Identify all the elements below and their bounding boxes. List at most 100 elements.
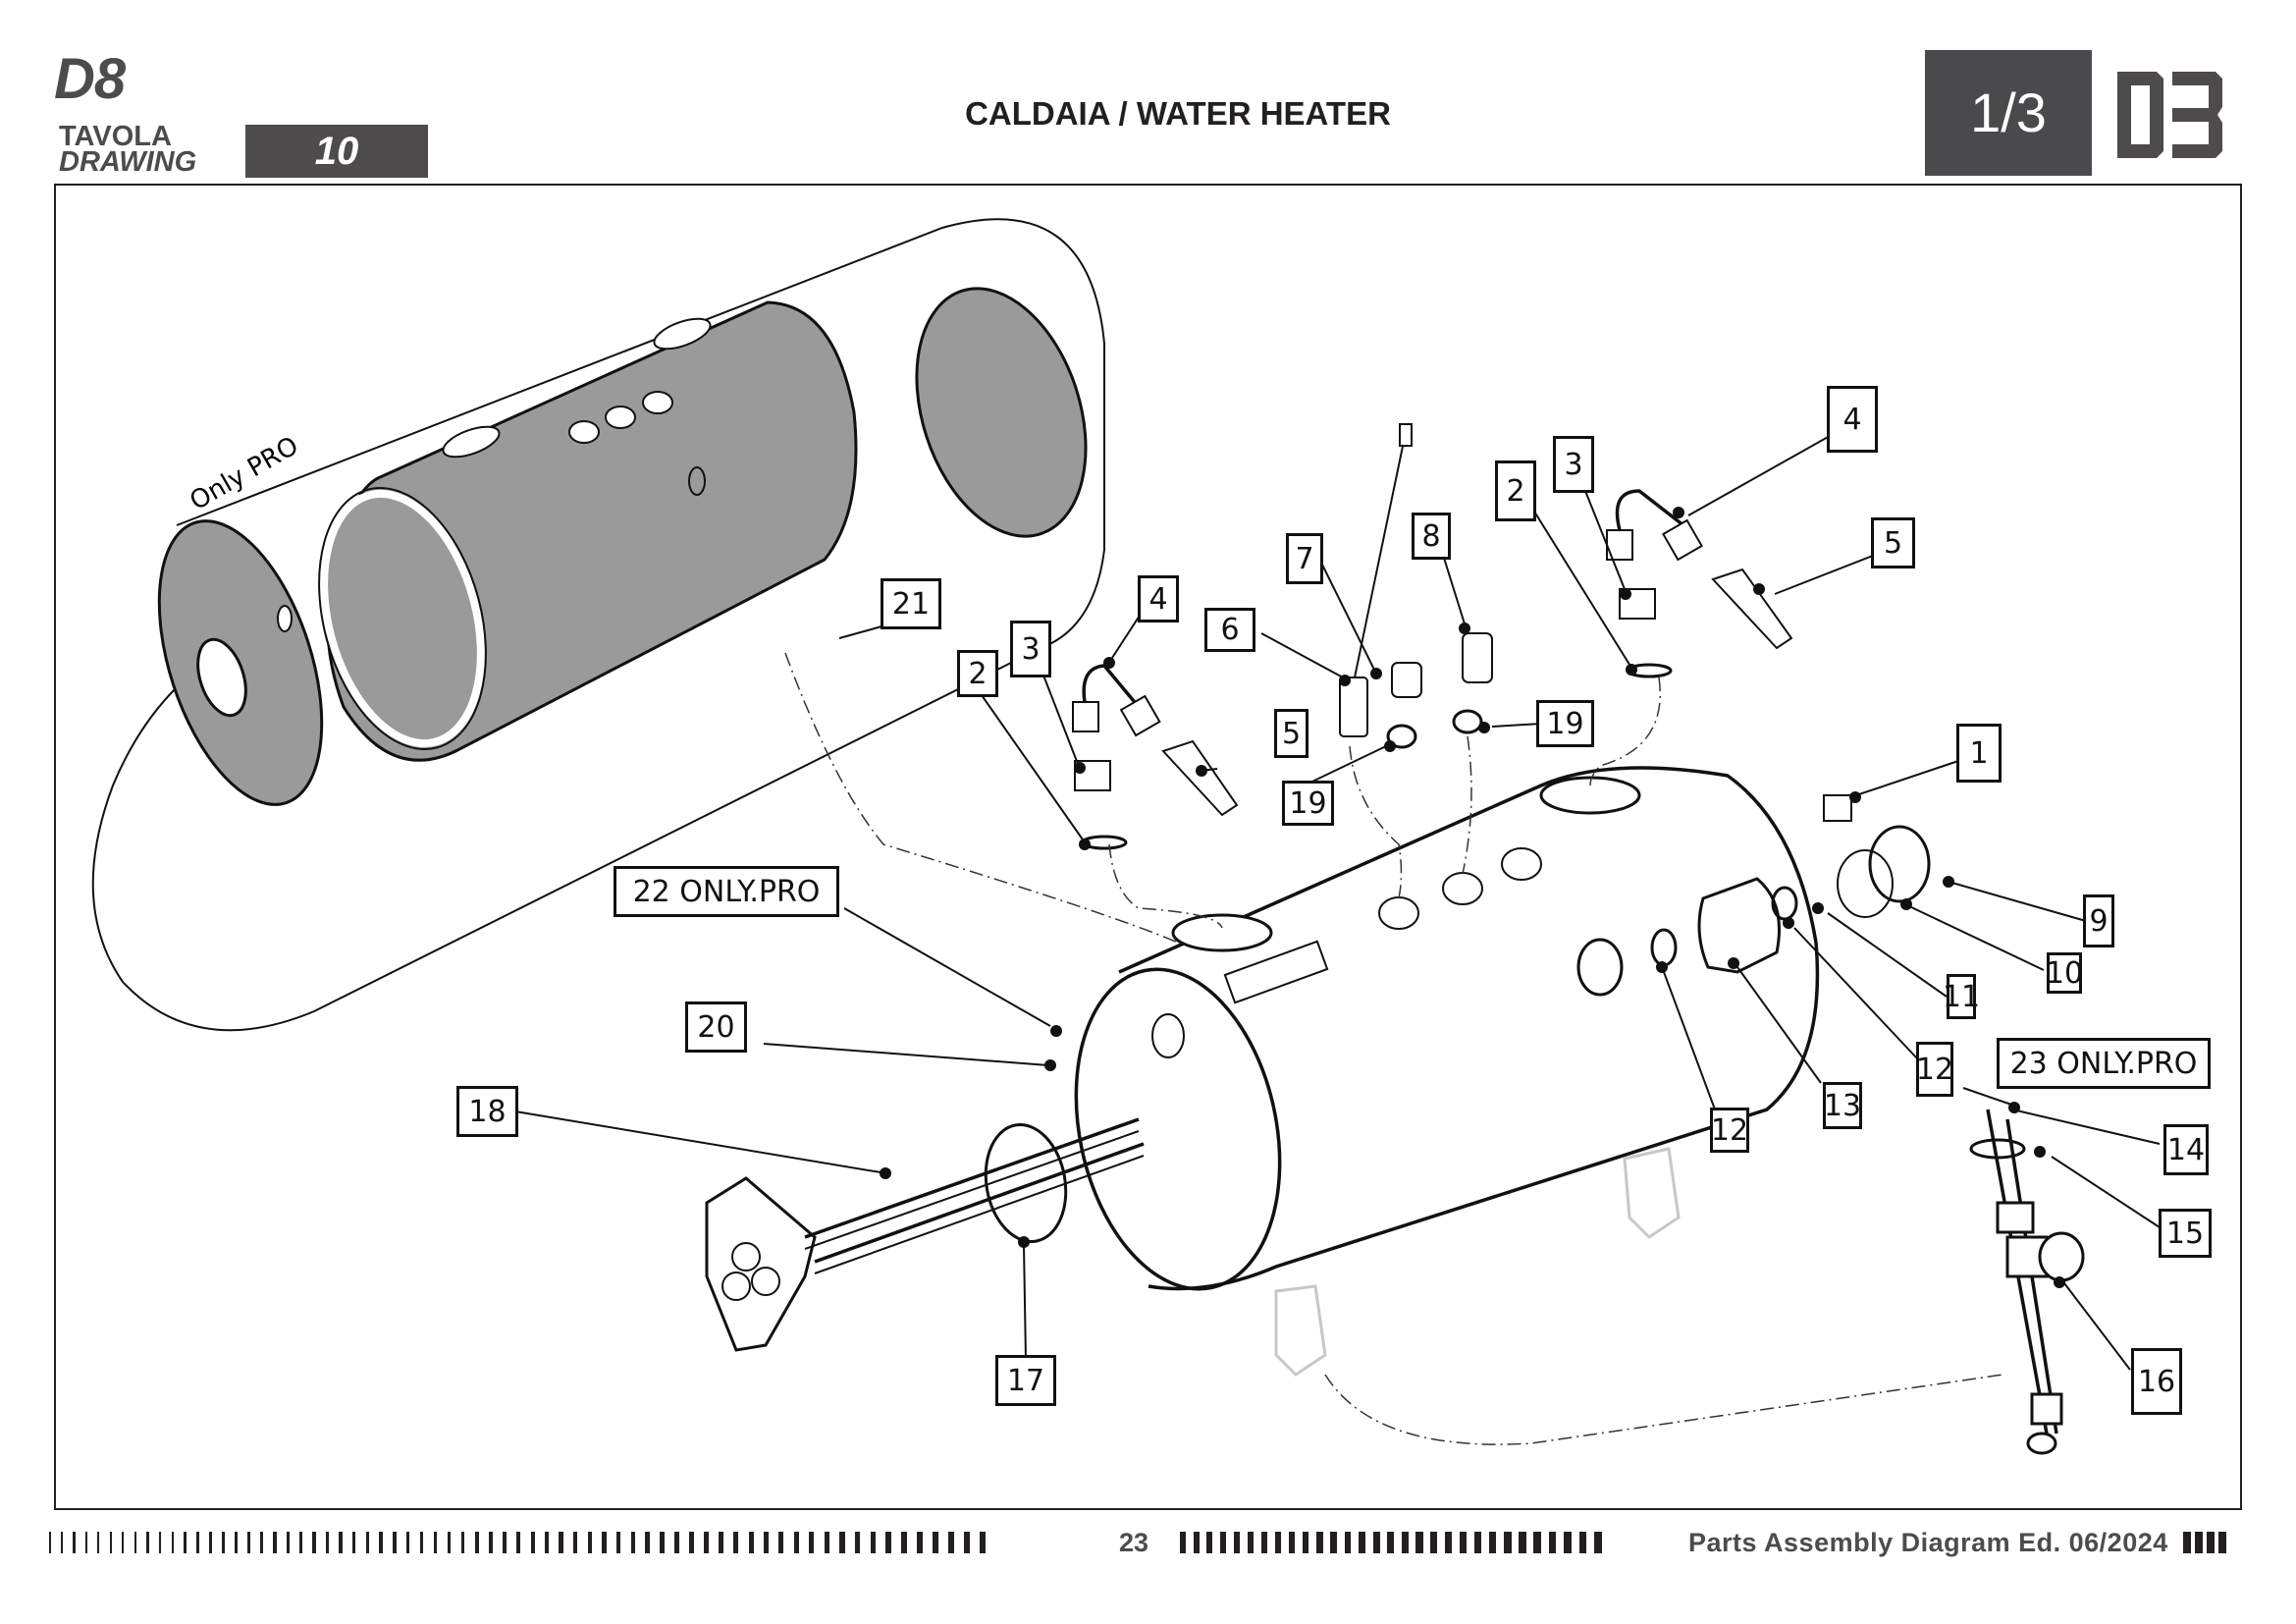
footer-bar bbox=[146, 1532, 149, 1553]
footer-bar bbox=[488, 1532, 493, 1553]
footer-bar bbox=[158, 1532, 162, 1553]
callout-4-left[interactable]: 4 bbox=[1138, 575, 1179, 623]
callout-8[interactable]: 8 bbox=[1412, 513, 1451, 560]
footer-bar bbox=[433, 1532, 438, 1553]
callout-9[interactable]: 9 bbox=[2083, 894, 2114, 947]
footer-bar bbox=[964, 1532, 970, 1553]
footer-bar bbox=[121, 1532, 125, 1553]
callout-17[interactable]: 17 bbox=[995, 1355, 1056, 1406]
callout-18[interactable]: 18 bbox=[456, 1086, 518, 1137]
footer-bar bbox=[1594, 1532, 1603, 1553]
sleeve-slot-2 bbox=[653, 317, 712, 351]
footer-bar bbox=[1180, 1532, 1186, 1553]
callout-2-right[interactable]: 2 bbox=[1495, 460, 1536, 521]
washer-19-left bbox=[1386, 724, 1417, 749]
callout-1[interactable]: 1 bbox=[1956, 724, 2002, 783]
probe-group bbox=[1339, 423, 1493, 749]
footer-bar bbox=[1219, 1532, 1227, 1553]
callout-2-left[interactable]: 2 bbox=[957, 650, 998, 697]
callout-3-right[interactable]: 3 bbox=[1553, 436, 1594, 493]
footer-bar bbox=[719, 1532, 724, 1553]
footer-bar bbox=[503, 1532, 507, 1553]
footer-bar bbox=[84, 1532, 87, 1553]
ghost-tee-right bbox=[1623, 1147, 1681, 1239]
footer-bar bbox=[645, 1532, 651, 1553]
only-pro-outline bbox=[91, 218, 1105, 1032]
footer-bar bbox=[1503, 1532, 1512, 1553]
footer-bar bbox=[809, 1532, 815, 1553]
sheet-indicator: 1/3 bbox=[1925, 50, 2092, 176]
edition-text: Parts Assembly Diagram Ed. 06/2024 bbox=[1688, 1528, 2168, 1557]
tank-port-front bbox=[1151, 1013, 1185, 1058]
footer-bar bbox=[1488, 1532, 1497, 1553]
drawing-frame bbox=[54, 184, 2242, 1510]
footer-bar bbox=[1564, 1532, 1572, 1553]
footer-bar bbox=[1359, 1532, 1365, 1553]
footer-bar bbox=[1415, 1532, 1423, 1553]
callout-4-right[interactable]: 4 bbox=[1827, 386, 1878, 453]
callout-19-left[interactable]: 19 bbox=[1282, 781, 1334, 826]
callout-12-right[interactable]: 12 bbox=[1916, 1042, 1953, 1097]
footer-bar bbox=[980, 1532, 987, 1553]
footer-bar bbox=[544, 1532, 550, 1553]
footer-bar bbox=[615, 1532, 621, 1553]
footer-bar bbox=[885, 1532, 891, 1553]
d8-logo-icon bbox=[2117, 72, 2222, 158]
footer-bar bbox=[460, 1532, 465, 1553]
footer-bar bbox=[1401, 1532, 1409, 1553]
footer-bar bbox=[763, 1532, 770, 1553]
callout-7[interactable]: 7 bbox=[1286, 533, 1323, 584]
callout-15[interactable]: 15 bbox=[2159, 1209, 2212, 1258]
footer-bar bbox=[917, 1532, 923, 1553]
side-assembly bbox=[1650, 794, 1931, 974]
end-cap-hole-small bbox=[277, 605, 293, 632]
callout-16[interactable]: 16 bbox=[2131, 1348, 2182, 1415]
tank-fitting-3 bbox=[1501, 847, 1542, 881]
callout-10[interactable]: 10 bbox=[2046, 952, 2083, 994]
callout-5-right[interactable]: 5 bbox=[1871, 517, 1915, 568]
callout-6[interactable]: 6 bbox=[1204, 608, 1255, 652]
page-title: CALDAIA / WATER HEATER bbox=[965, 95, 1391, 132]
footer-bar bbox=[674, 1532, 679, 1553]
callout-3-left[interactable]: 3 bbox=[1010, 621, 1051, 677]
callout-19-right[interactable]: 19 bbox=[1536, 700, 1594, 747]
callout-23-only-pro[interactable]: 23 ONLY.PRO bbox=[1997, 1038, 2211, 1089]
footer-bar bbox=[602, 1532, 607, 1553]
tank-front-face bbox=[1074, 967, 1282, 1291]
footer: 23 Parts Assembly Diagram Ed. 06/2024 bbox=[49, 1528, 2248, 1557]
callout-22-only-pro[interactable]: 22 ONLY.PRO bbox=[614, 866, 839, 917]
footer-bar bbox=[2207, 1532, 2215, 1553]
footer-bar bbox=[1288, 1532, 1296, 1553]
footer-bar bbox=[587, 1532, 592, 1553]
footer-bar bbox=[1459, 1532, 1468, 1553]
footer-bar bbox=[247, 1532, 251, 1553]
callout-20[interactable]: 20 bbox=[685, 1001, 747, 1053]
footer-bar bbox=[1274, 1532, 1282, 1553]
callout-5-left[interactable]: 5 bbox=[1274, 709, 1308, 758]
drawing-number: 10 bbox=[245, 125, 428, 178]
tank-top-boss-left bbox=[1171, 913, 1273, 952]
footer-bar bbox=[572, 1532, 578, 1553]
footer-bar bbox=[2195, 1532, 2203, 1553]
drawing-label: TAVOLA DRAWING bbox=[59, 123, 196, 177]
tank-body bbox=[1118, 766, 1820, 1291]
footer-bar bbox=[1430, 1532, 1438, 1553]
footer-bar bbox=[73, 1532, 76, 1553]
callout-11[interactable]: 11 bbox=[1943, 974, 1980, 1019]
boiler-tank bbox=[1074, 766, 1820, 1377]
footer-bar bbox=[133, 1532, 136, 1553]
callout-14[interactable]: 14 bbox=[2163, 1124, 2209, 1175]
probe-23-assembly bbox=[1969, 1109, 2085, 1455]
footer-bar bbox=[516, 1532, 521, 1553]
footer-barcode-left-icon bbox=[49, 1532, 995, 1553]
footer-bar bbox=[365, 1532, 370, 1553]
footer-barcode-middle-icon bbox=[1180, 1532, 1610, 1553]
footer-bar bbox=[474, 1532, 479, 1553]
footer-bar bbox=[1315, 1532, 1323, 1553]
callout-21[interactable]: 21 bbox=[881, 578, 941, 629]
callout-anchor-dots bbox=[880, 507, 2065, 1288]
footer-bar bbox=[748, 1532, 754, 1553]
footer-bar bbox=[1206, 1532, 1213, 1553]
callout-13[interactable]: 13 bbox=[1823, 1082, 1862, 1129]
callout-12-left[interactable]: 12 bbox=[1710, 1108, 1749, 1153]
